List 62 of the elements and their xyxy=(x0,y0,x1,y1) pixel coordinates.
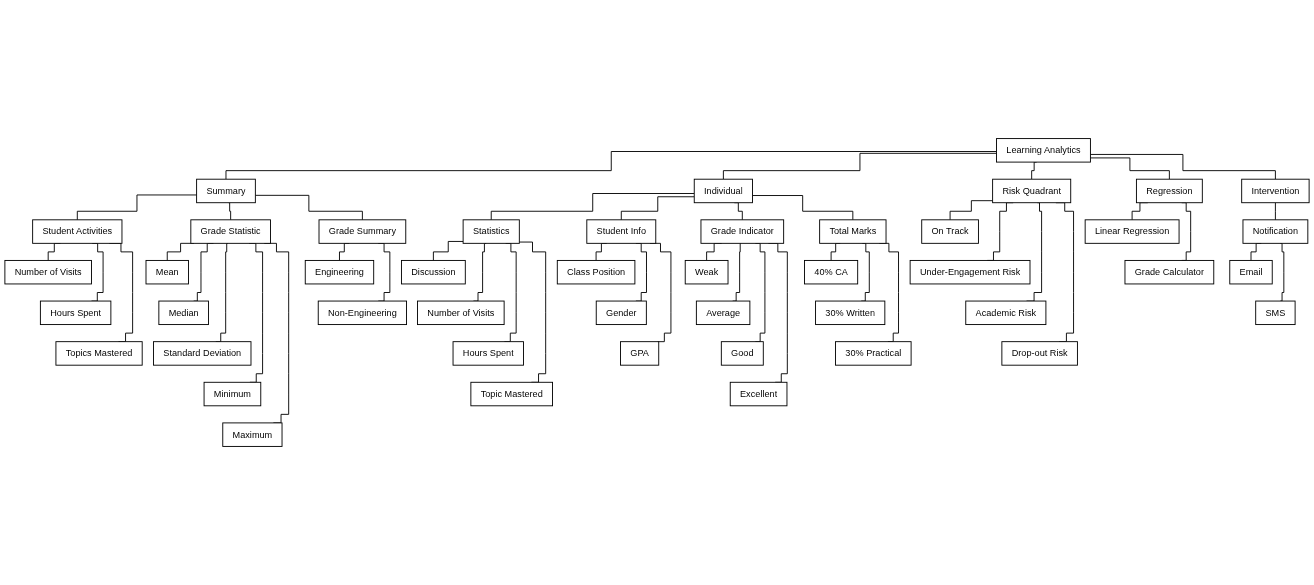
node-box: Grade Statistic xyxy=(190,219,271,244)
node-box: Topic Mastered xyxy=(470,381,553,407)
node-box: Notification xyxy=(1242,219,1309,244)
node-box: Regression xyxy=(1135,178,1203,204)
connector xyxy=(518,241,547,383)
node-box: 40% CA xyxy=(804,259,859,285)
node-box: Linear Regression xyxy=(1084,219,1180,244)
node-box: Excellent xyxy=(729,381,788,407)
connector xyxy=(254,194,363,221)
node-box: Engineering xyxy=(304,259,375,285)
node-box: Total Marks xyxy=(819,219,887,244)
node-box: Non-Engineering xyxy=(317,300,407,326)
connector xyxy=(949,200,994,221)
node-box: Email xyxy=(1229,259,1273,285)
connector xyxy=(620,196,695,221)
connector xyxy=(1089,154,1276,180)
node-box: Discussion xyxy=(401,259,466,285)
connector xyxy=(1031,161,1038,180)
connector xyxy=(1274,202,1276,221)
connector xyxy=(225,151,997,180)
node-box: Grade Indicator xyxy=(700,219,785,244)
node-box: Number of Visits xyxy=(4,259,92,285)
node-box: 30% Written xyxy=(815,300,886,326)
node-box: Academic Risk xyxy=(965,300,1047,326)
node-box: 30% Practical xyxy=(835,341,912,366)
node-box: Class Position xyxy=(556,259,636,285)
node-box: Standard Deviation xyxy=(153,341,252,366)
node-box: On Track xyxy=(921,219,979,244)
node-box: Hours Spent xyxy=(452,341,524,366)
node-box: Gender xyxy=(595,300,647,326)
connector xyxy=(490,193,695,221)
node-box: Under-Engagement Risk xyxy=(909,259,1031,285)
node-box: Good xyxy=(720,341,764,366)
node-box: Risk Quadrant xyxy=(992,178,1072,204)
node-box: Weak xyxy=(684,259,729,285)
node-box: Student Activities xyxy=(32,219,123,244)
node-box: Learning Analytics xyxy=(996,138,1091,163)
node-box: Median xyxy=(158,300,209,326)
node-box: Maximum xyxy=(222,422,283,447)
node-box: Average xyxy=(695,300,751,326)
node-box: Student Info xyxy=(586,219,657,244)
node-box: Mean xyxy=(145,259,189,285)
node-box: Drop-out Risk xyxy=(1001,341,1078,366)
connector xyxy=(76,194,198,221)
node-box: Number of Visits xyxy=(417,300,505,326)
node-box: Summary xyxy=(196,178,256,204)
node-box: Hours Spent xyxy=(39,300,112,326)
connector xyxy=(432,241,464,261)
connector xyxy=(228,202,232,221)
connector xyxy=(722,152,997,180)
node-box: Minimum xyxy=(203,381,262,407)
node-box: Grade Summary xyxy=(318,219,407,244)
node-box: Intervention xyxy=(1241,178,1310,204)
node-box: Individual xyxy=(693,178,753,204)
node-box: Topics Mastered xyxy=(55,341,143,366)
connector xyxy=(752,195,854,221)
connector xyxy=(1279,242,1285,302)
node-box: SMS xyxy=(1255,300,1296,326)
node-box: GPA xyxy=(620,341,660,366)
node-box: Grade Calculator xyxy=(1124,259,1215,285)
node-box: Statistics xyxy=(462,219,520,244)
connector xyxy=(1089,157,1170,180)
